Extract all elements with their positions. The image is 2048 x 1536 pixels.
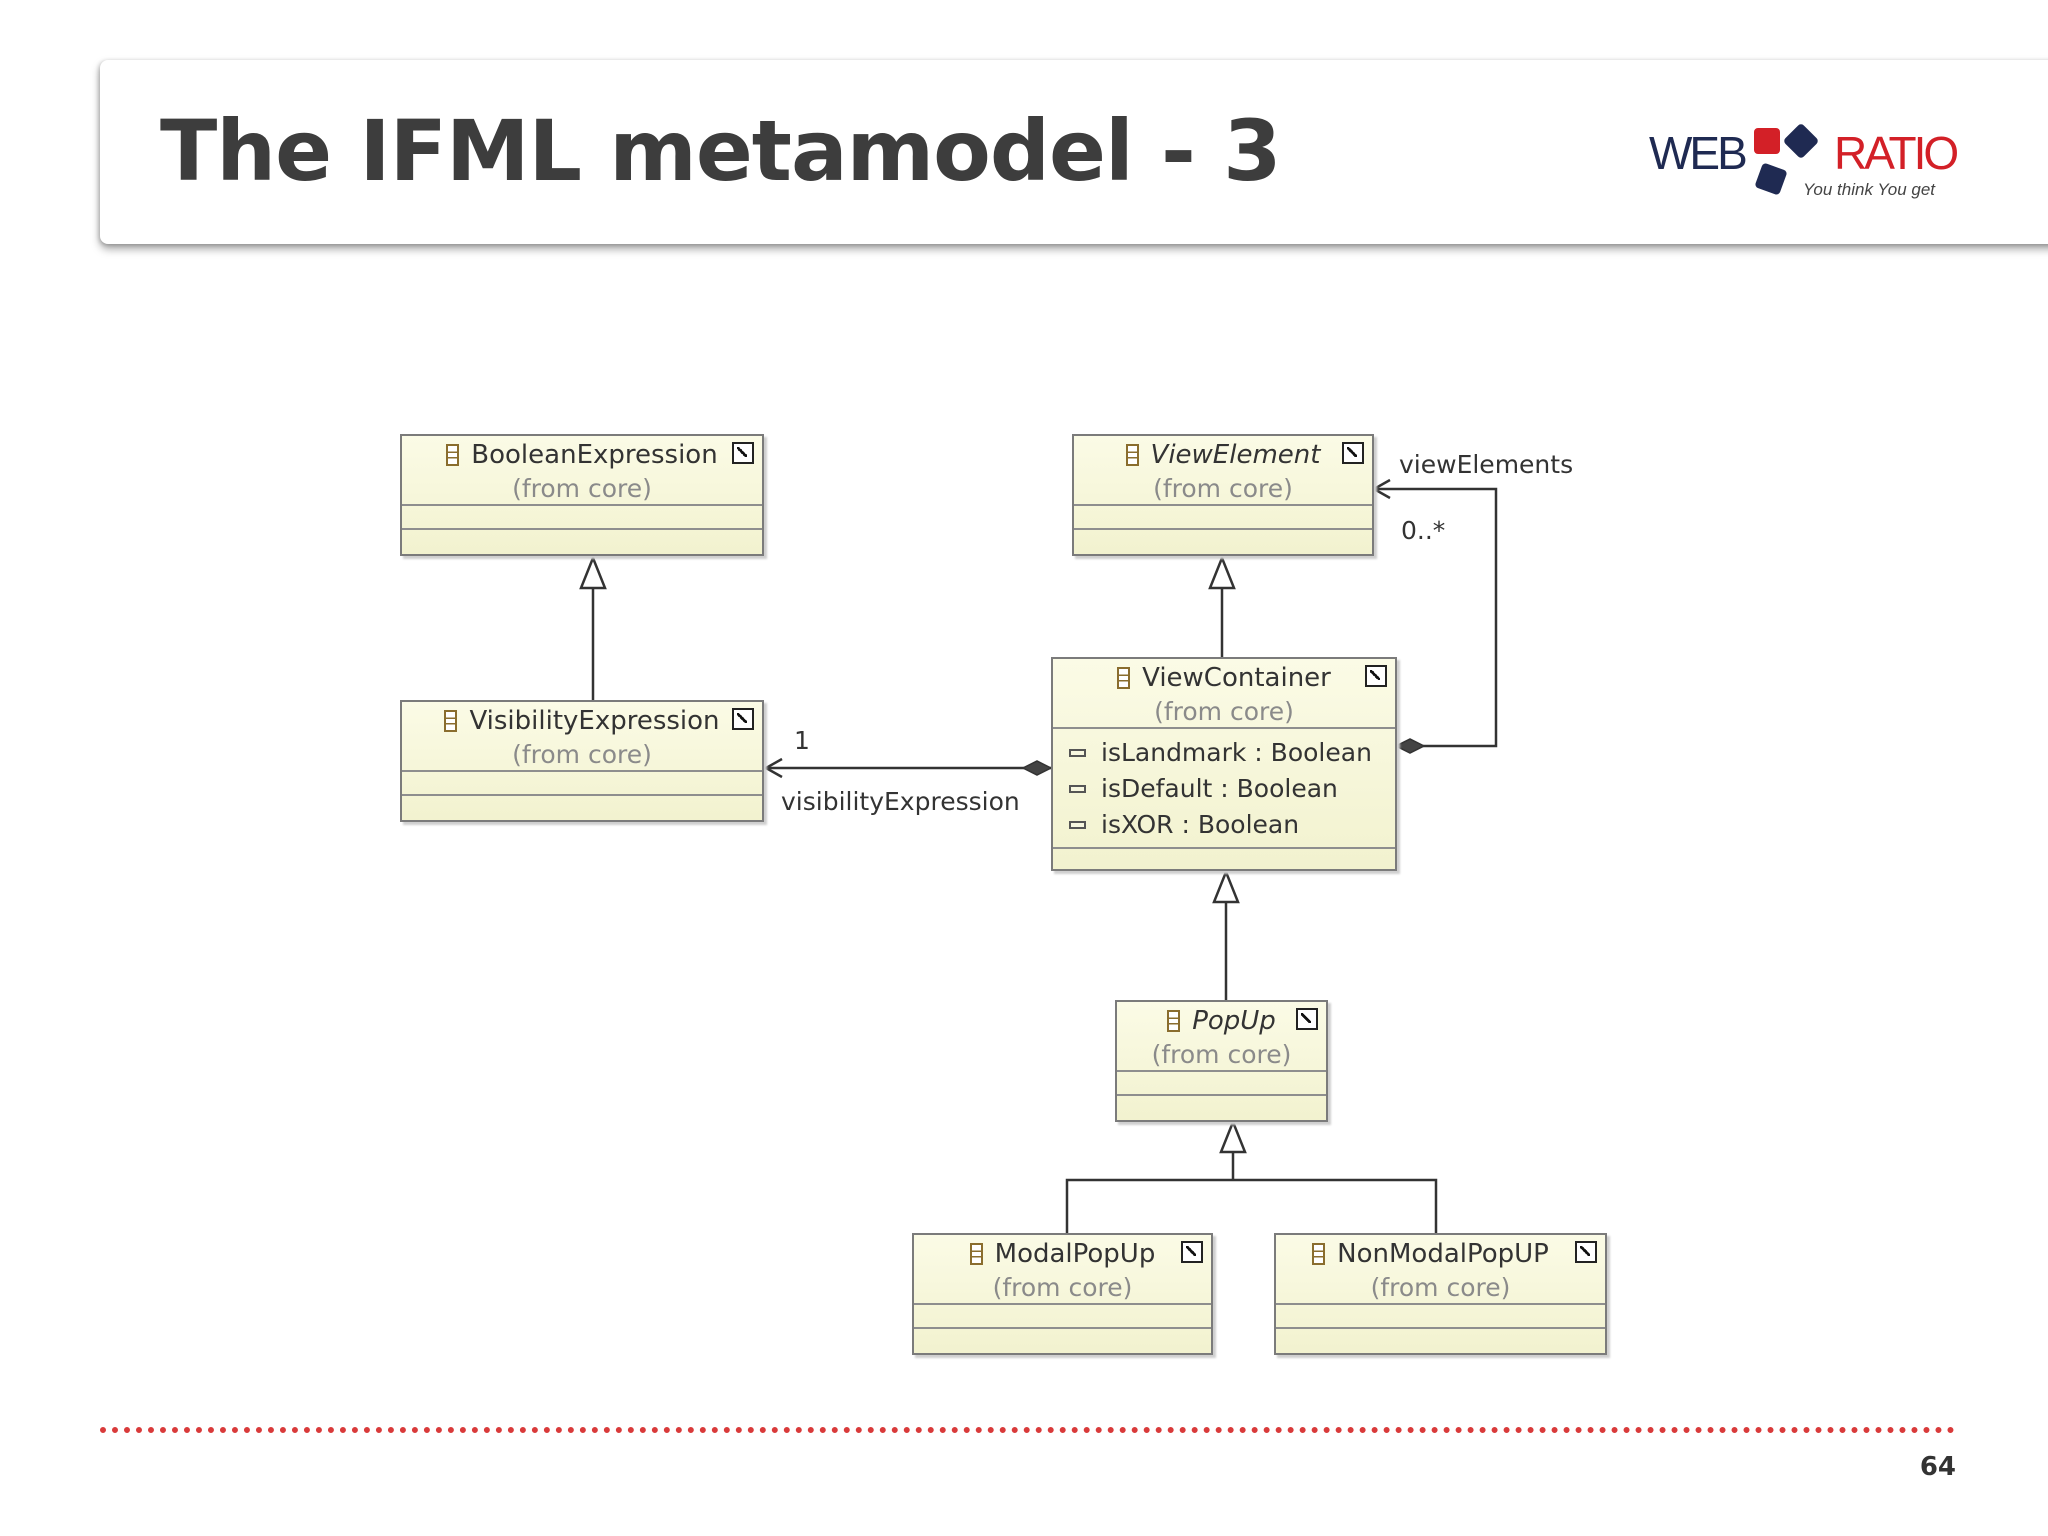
shortcut-icon[interactable]: [1296, 1008, 1318, 1030]
footer-dotted-divider: [100, 1427, 1955, 1433]
shortcut-icon[interactable]: [1365, 665, 1387, 687]
attribute-islandmark[interactable]: isLandmark : Boolean: [1053, 735, 1395, 771]
attributes-compartment: [1074, 506, 1372, 530]
attribute-icon: [1069, 821, 1086, 829]
role-label-viewelements: viewElements: [1399, 450, 1574, 479]
class-icon: [969, 1243, 983, 1265]
class-icon: [444, 710, 458, 732]
class-icon: [1312, 1243, 1326, 1265]
shortcut-icon[interactable]: [1342, 442, 1364, 464]
shortcut-icon[interactable]: [732, 442, 754, 464]
class-name: ViewElement: [1150, 440, 1321, 470]
association-arrowhead-viewelements: [1371, 478, 1391, 500]
shortcut-icon[interactable]: [732, 708, 754, 730]
shortcut-icon[interactable]: [1575, 1241, 1597, 1263]
class-booleanexpression[interactable]: BooleanExpression (from core): [400, 434, 764, 556]
generalization-line-popup-subtypes: [1065, 1178, 1438, 1233]
operations-compartment: [1053, 849, 1395, 869]
attribute-isdefault[interactable]: isDefault : Boolean: [1053, 771, 1395, 807]
page-number: 64: [1919, 1452, 1956, 1482]
generalization-arrowhead: [1219, 1118, 1247, 1154]
attribute-label: isLandmark : Boolean: [1101, 738, 1372, 767]
class-origin: (from core): [512, 474, 652, 503]
attributes-compartment: [1117, 1072, 1326, 1096]
slide-title: The IFML metamodel - 3: [160, 102, 1282, 200]
class-origin: (from core): [1153, 474, 1293, 503]
attribute-icon: [1069, 749, 1086, 757]
operations-compartment: [1276, 1329, 1605, 1353]
attribute-icon: [1069, 785, 1086, 793]
operations-compartment: [1117, 1096, 1326, 1120]
webratio-logo: WEB RATIO You think You get: [1646, 116, 1966, 216]
class-origin: (from core): [1370, 1273, 1511, 1302]
logo-word-web: WEB: [1649, 127, 1748, 179]
association-arrowhead-visibilityexpression: [763, 757, 783, 779]
attributes-compartment: [402, 772, 762, 796]
class-icon: [446, 444, 460, 466]
logo-tagline: You think You get: [1803, 180, 1936, 199]
class-viewcontainer[interactable]: ViewContainer (from core) isLandmark : B…: [1051, 657, 1397, 871]
generalization-arrowhead: [1208, 554, 1236, 590]
class-origin: (from core): [512, 740, 652, 769]
class-origin: (from core): [992, 1273, 1133, 1302]
logo-word-ratio: RATIO: [1834, 127, 1959, 179]
logo-red-square: [1754, 128, 1780, 154]
class-name: BooleanExpression: [471, 440, 718, 470]
class-name: VisibilityExpression: [469, 706, 720, 736]
composition-diamond-visibilityexpression: [1021, 760, 1053, 776]
attribute-isxor[interactable]: isXOR : Boolean: [1053, 807, 1395, 843]
multiplicity-label-viewelements: 0..*: [1401, 516, 1446, 545]
class-origin: (from core): [1154, 697, 1294, 726]
role-label-visibilityexpression: visibilityExpression: [781, 787, 1020, 816]
class-popup[interactable]: PopUp (from core): [1115, 1000, 1328, 1122]
slide-header: [100, 60, 2048, 244]
class-modalpopup[interactable]: ModalPopUp (from core): [912, 1233, 1213, 1355]
shortcut-icon[interactable]: [1181, 1241, 1203, 1263]
attributes-compartment: [1276, 1305, 1605, 1329]
class-viewelement[interactable]: ViewElement (from core): [1072, 434, 1374, 556]
operations-compartment: [1074, 530, 1372, 554]
class-name: ViewContainer: [1142, 663, 1331, 693]
composition-diamond-viewelements: [1394, 738, 1426, 754]
class-icon: [1117, 667, 1131, 689]
class-icon: [1167, 1010, 1181, 1032]
attributes-compartment: [402, 506, 762, 530]
class-name: ModalPopUp: [994, 1239, 1156, 1269]
attribute-label: isXOR : Boolean: [1101, 810, 1300, 839]
attribute-label: isDefault : Boolean: [1101, 774, 1338, 803]
operations-compartment: [402, 530, 762, 554]
class-name: PopUp: [1192, 1006, 1276, 1036]
attributes-compartment: isLandmark : Boolean isDefault : Boolean…: [1053, 729, 1395, 849]
class-nonmodalpopup[interactable]: NonModalPopUP (from core): [1274, 1233, 1607, 1355]
operations-compartment: [914, 1329, 1211, 1353]
operations-compartment: [402, 796, 762, 820]
generalization-arrowhead: [579, 554, 607, 590]
class-origin: (from core): [1151, 1040, 1292, 1069]
class-name: NonModalPopUP: [1337, 1239, 1549, 1269]
generalization-arrowhead: [1212, 868, 1240, 904]
class-icon: [1125, 444, 1139, 466]
multiplicity-label-visibilityexpression: 1: [794, 726, 810, 755]
attributes-compartment: [914, 1305, 1211, 1329]
association-line-viewelements: [1376, 487, 1498, 748]
class-visibilityexpression[interactable]: VisibilityExpression (from core): [400, 700, 764, 822]
